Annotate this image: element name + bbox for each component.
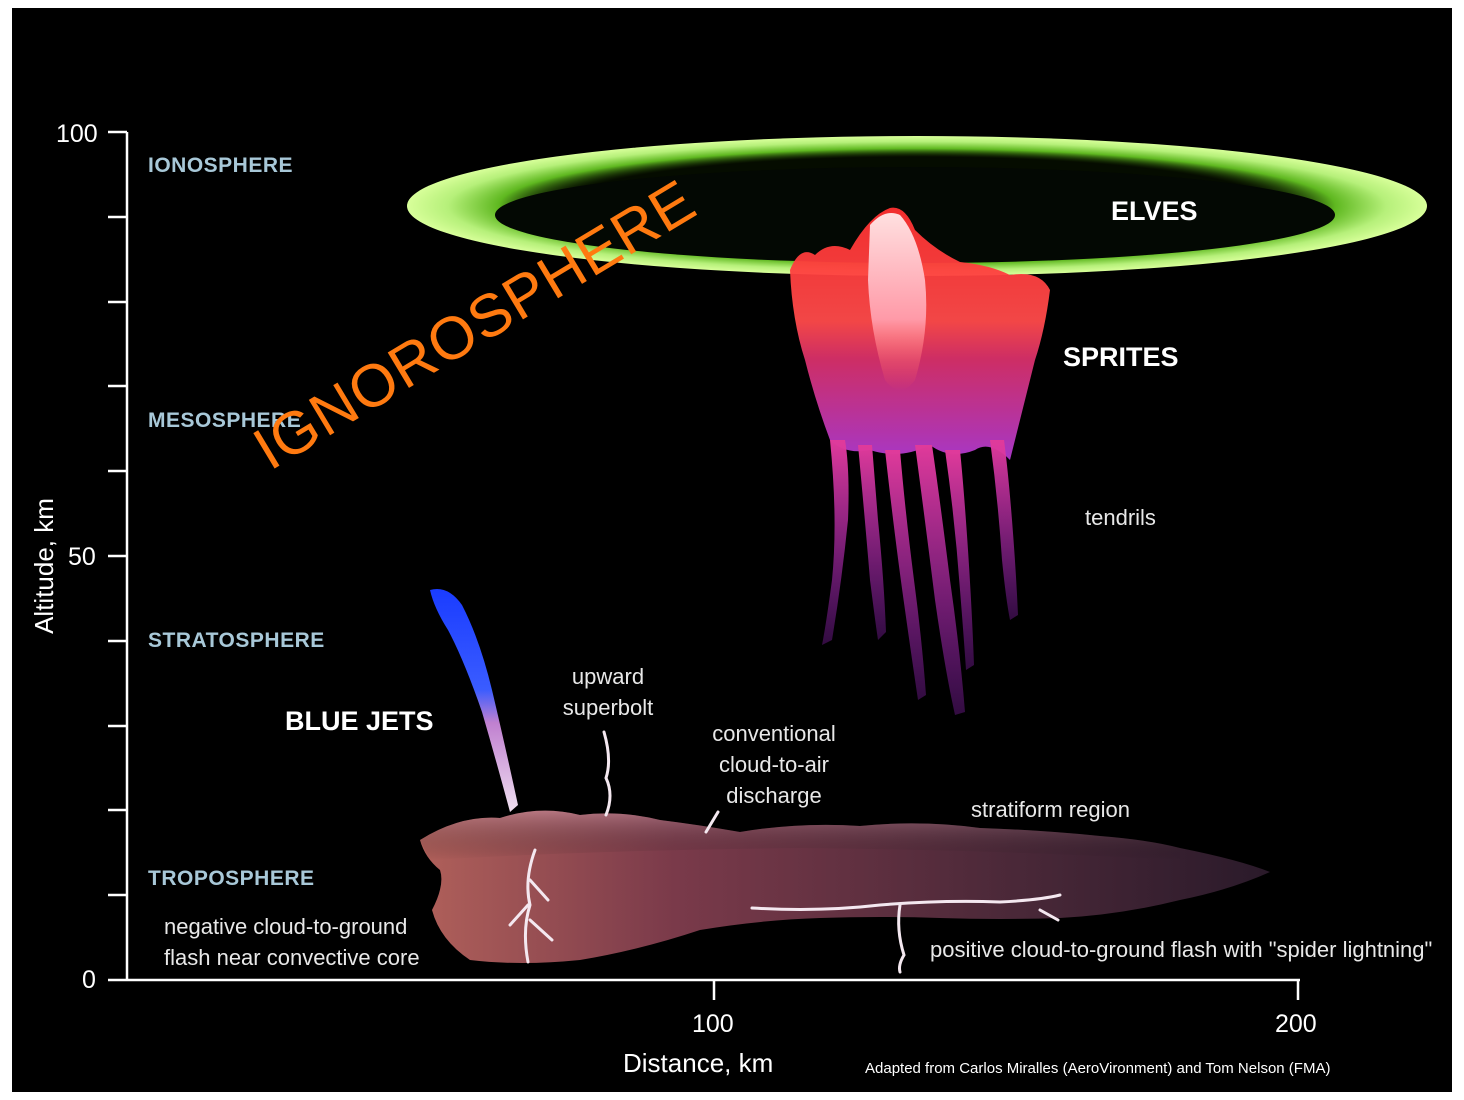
stratosphere-label: STRATOSPHERE xyxy=(148,630,325,651)
y-axis-title: Altitude, km xyxy=(31,486,57,646)
blue-jets-label: BLUE JETS xyxy=(285,708,434,735)
x-tick-label: 200 xyxy=(1275,1012,1317,1037)
y-tick-label: 0 xyxy=(82,968,96,993)
x-tick-label: 100 xyxy=(692,1012,734,1037)
tendrils-label: tendrils xyxy=(1085,502,1156,533)
blue-jet xyxy=(430,589,518,812)
y-tick-label: 100 xyxy=(56,122,98,147)
troposphere-label: TROPOSPHERE xyxy=(148,868,315,889)
ionosphere-label: IONOSPHERE xyxy=(148,155,293,176)
x-axis-title: Distance, km xyxy=(623,1050,773,1076)
sprites-label: SPRITES xyxy=(1063,344,1179,371)
upward-superbolt-label: upward superbolt xyxy=(548,661,668,723)
positive-flash-label: positive cloud-to-ground flash with "spi… xyxy=(930,934,1432,965)
negative-flash-label: negative cloud-to-ground flash near conv… xyxy=(164,911,420,973)
y-tick-label: 50 xyxy=(68,545,96,570)
image-credit: Adapted from Carlos Miralles (AeroVironm… xyxy=(865,1061,1330,1076)
cloud-to-air-label: conventional cloud-to-air discharge xyxy=(694,718,854,811)
sprite-tendrils xyxy=(822,440,1018,715)
stratiform-region-label: stratiform region xyxy=(971,794,1130,825)
elves-label: ELVES xyxy=(1111,198,1198,225)
